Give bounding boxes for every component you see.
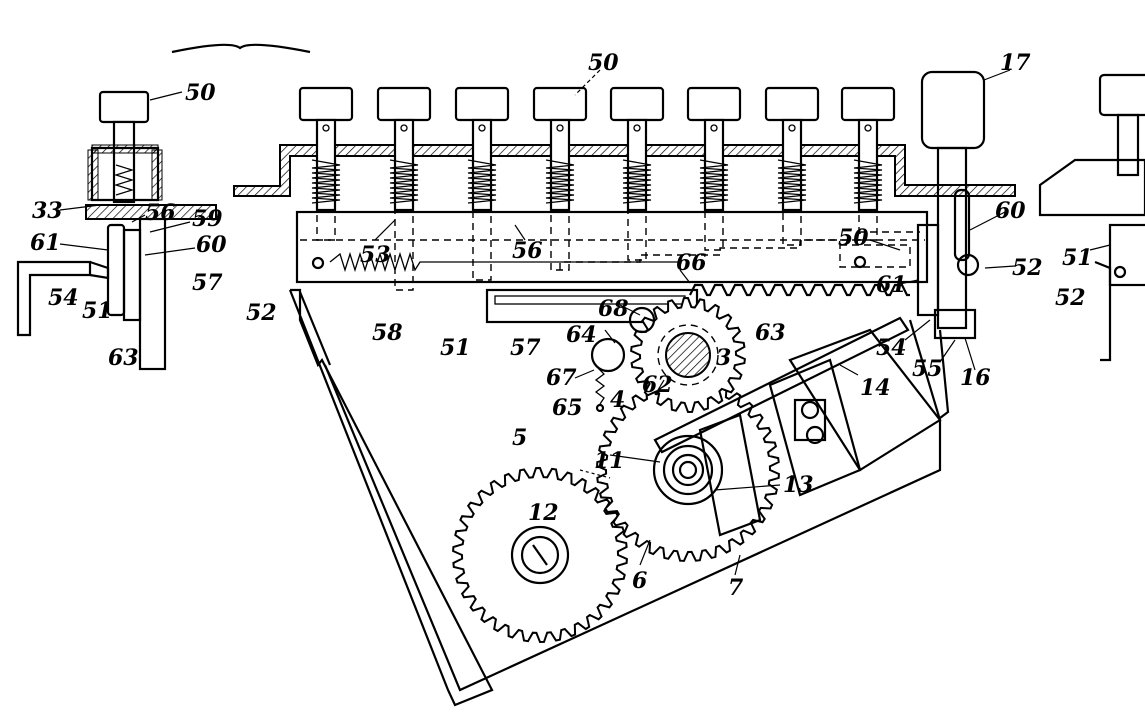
key-spring: [699, 159, 729, 204]
hub-11: [652, 434, 724, 506]
label-54-left: 54: [48, 285, 79, 311]
label-11: 11: [594, 448, 625, 474]
label-63-left: 63: [108, 345, 139, 371]
label-51-right: 51: [1062, 245, 1093, 271]
label-61-right: 61: [876, 272, 907, 298]
shaft-3: [665, 332, 711, 378]
label-13: 13: [783, 472, 814, 498]
label-60-right: 60: [995, 198, 1026, 224]
label-54-right: 54: [876, 335, 907, 361]
key-cap: [686, 86, 742, 122]
label-17: 17: [1000, 50, 1031, 76]
label-63-main: 63: [755, 320, 786, 346]
spring-65: [594, 367, 606, 405]
label-67: 67: [546, 365, 577, 391]
label-53: 53: [360, 242, 391, 268]
label-57-left: 57: [192, 270, 223, 296]
label-7: 7: [728, 575, 744, 601]
label-57-main: 57: [510, 335, 541, 361]
key-cap: [298, 86, 354, 122]
key-spring: [311, 159, 341, 204]
brace: [171, 43, 311, 54]
main-view: [233, 70, 1016, 707]
spring-58: [329, 251, 680, 273]
label-52-far-right: 52: [1055, 285, 1086, 311]
key-spring: [853, 159, 883, 204]
label-16: 16: [960, 365, 991, 391]
label-4: 4: [610, 387, 625, 413]
label-50-right: 50: [838, 225, 869, 251]
label-52-right: 52: [1012, 255, 1043, 281]
label-50-top: 50: [588, 50, 619, 76]
key-spring: [777, 159, 807, 204]
label-51-left: 51: [82, 298, 113, 324]
key-spring: [389, 159, 419, 204]
label-12: 12: [528, 500, 559, 526]
label-14: 14: [860, 375, 891, 401]
slide-plate: [295, 210, 929, 284]
label-55: 55: [912, 356, 943, 382]
label-59: 59: [192, 206, 223, 232]
key-cap: [764, 86, 820, 122]
label-51-main: 51: [440, 335, 471, 361]
key-cap: [454, 86, 510, 122]
key-row: [298, 86, 896, 291]
label-58: 58: [372, 320, 403, 346]
label-61-left: 61: [30, 230, 61, 256]
key-cap-left: [98, 90, 150, 124]
leader-lines: [59, 69, 1111, 576]
label-33: 33: [32, 198, 63, 224]
key-cap: [609, 86, 665, 122]
section-view-left: [16, 90, 217, 371]
key-cap: [840, 86, 896, 122]
label-50-left: 50: [185, 80, 216, 106]
key-cap: [532, 86, 588, 122]
gear-6: [596, 378, 780, 562]
key-spring: [467, 159, 497, 204]
frame-left: [288, 288, 494, 707]
label-62: 62: [642, 372, 673, 398]
label-52-main: 52: [246, 300, 277, 326]
label-66: 66: [676, 250, 707, 276]
label-6: 6: [632, 568, 647, 594]
key-stem-left: [112, 120, 136, 204]
key-cap: [376, 86, 432, 122]
lever-knob-17: [920, 70, 986, 150]
label-64: 64: [566, 322, 597, 348]
label-3: 3: [716, 345, 731, 371]
label-60-left: 60: [196, 232, 227, 258]
cam-64: [590, 337, 626, 373]
reference-numerals: 50 50 17 33 56 59 61 60 54 51 57 63 53 5…: [30, 50, 1093, 601]
rack-teeth: [689, 283, 910, 297]
label-68: 68: [598, 296, 629, 322]
arm-14: [653, 316, 910, 454]
hub-12: [510, 525, 570, 585]
label-56-left: 56: [145, 200, 176, 226]
label-5: 5: [512, 425, 527, 451]
label-65: 65: [552, 395, 583, 421]
frame-outline: [298, 291, 942, 692]
section-view-right: [1038, 73, 1145, 362]
label-56-main: 56: [512, 238, 543, 264]
key-spring: [545, 159, 575, 204]
key-spring: [622, 159, 652, 204]
